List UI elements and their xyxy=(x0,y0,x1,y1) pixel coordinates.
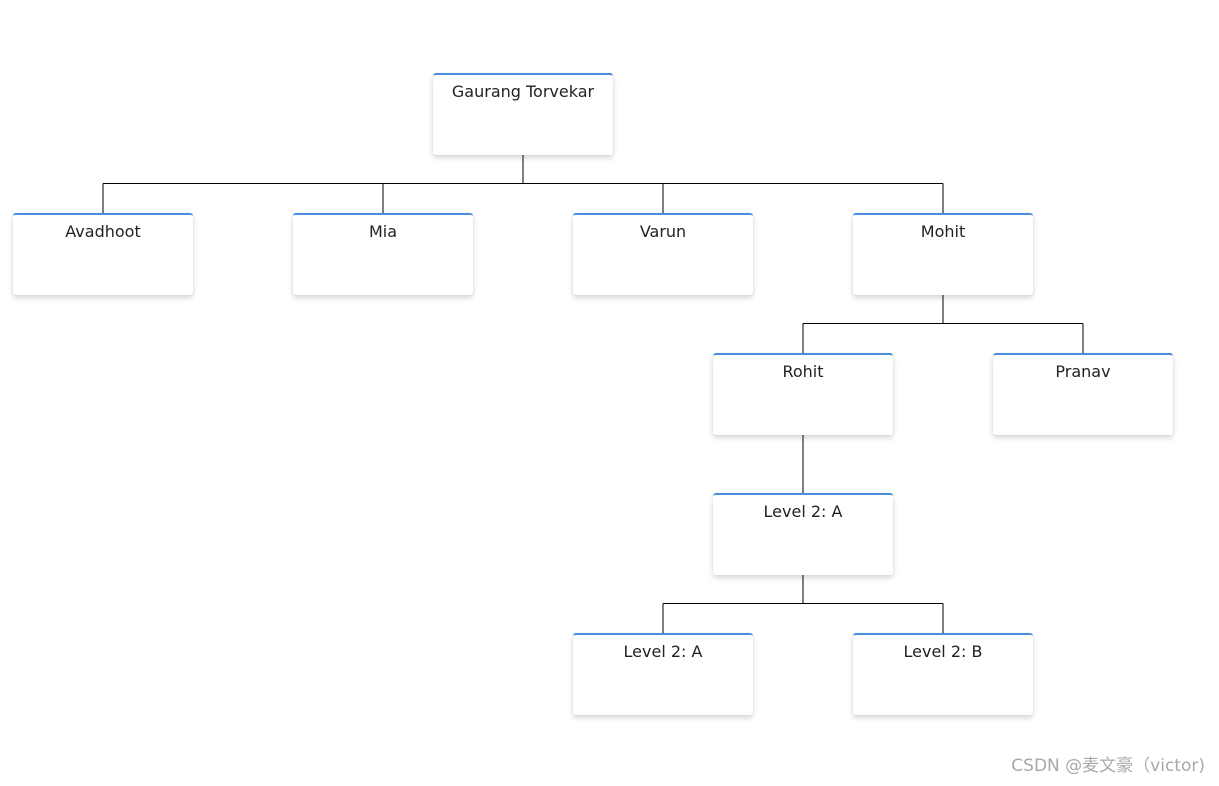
watermark: CSDN @麦文豪（victor) xyxy=(1011,756,1205,776)
node-level-2-b[interactable]: Level 2: B xyxy=(853,633,1033,715)
node-avadhoot[interactable]: Avadhoot xyxy=(13,213,193,295)
node-label: Avadhoot xyxy=(65,222,141,241)
node-label: Level 2: A xyxy=(763,502,843,521)
node-mia[interactable]: Mia xyxy=(293,213,473,295)
node-rohit[interactable]: Rohit xyxy=(713,353,893,435)
node-label: Rohit xyxy=(782,362,824,381)
node-label: Varun xyxy=(639,222,687,241)
node-label: Level 2: B xyxy=(903,642,983,661)
node-level-2-a-child[interactable]: Level 2: A xyxy=(573,633,753,715)
node-label: Mia xyxy=(368,222,398,241)
node-level-2-a[interactable]: Level 2: A xyxy=(713,493,893,575)
node-gaurang-torvekar[interactable]: Gaurang Torvekar xyxy=(433,73,613,155)
node-label: Pranav xyxy=(1055,362,1111,381)
node-label: Gaurang Torvekar xyxy=(451,82,595,101)
node-varun[interactable]: Varun xyxy=(573,213,753,295)
node-pranav[interactable]: Pranav xyxy=(993,353,1173,435)
node-label: Level 2: A xyxy=(623,642,703,661)
node-mohit[interactable]: Mohit xyxy=(853,213,1033,295)
node-label: Mohit xyxy=(920,222,966,241)
